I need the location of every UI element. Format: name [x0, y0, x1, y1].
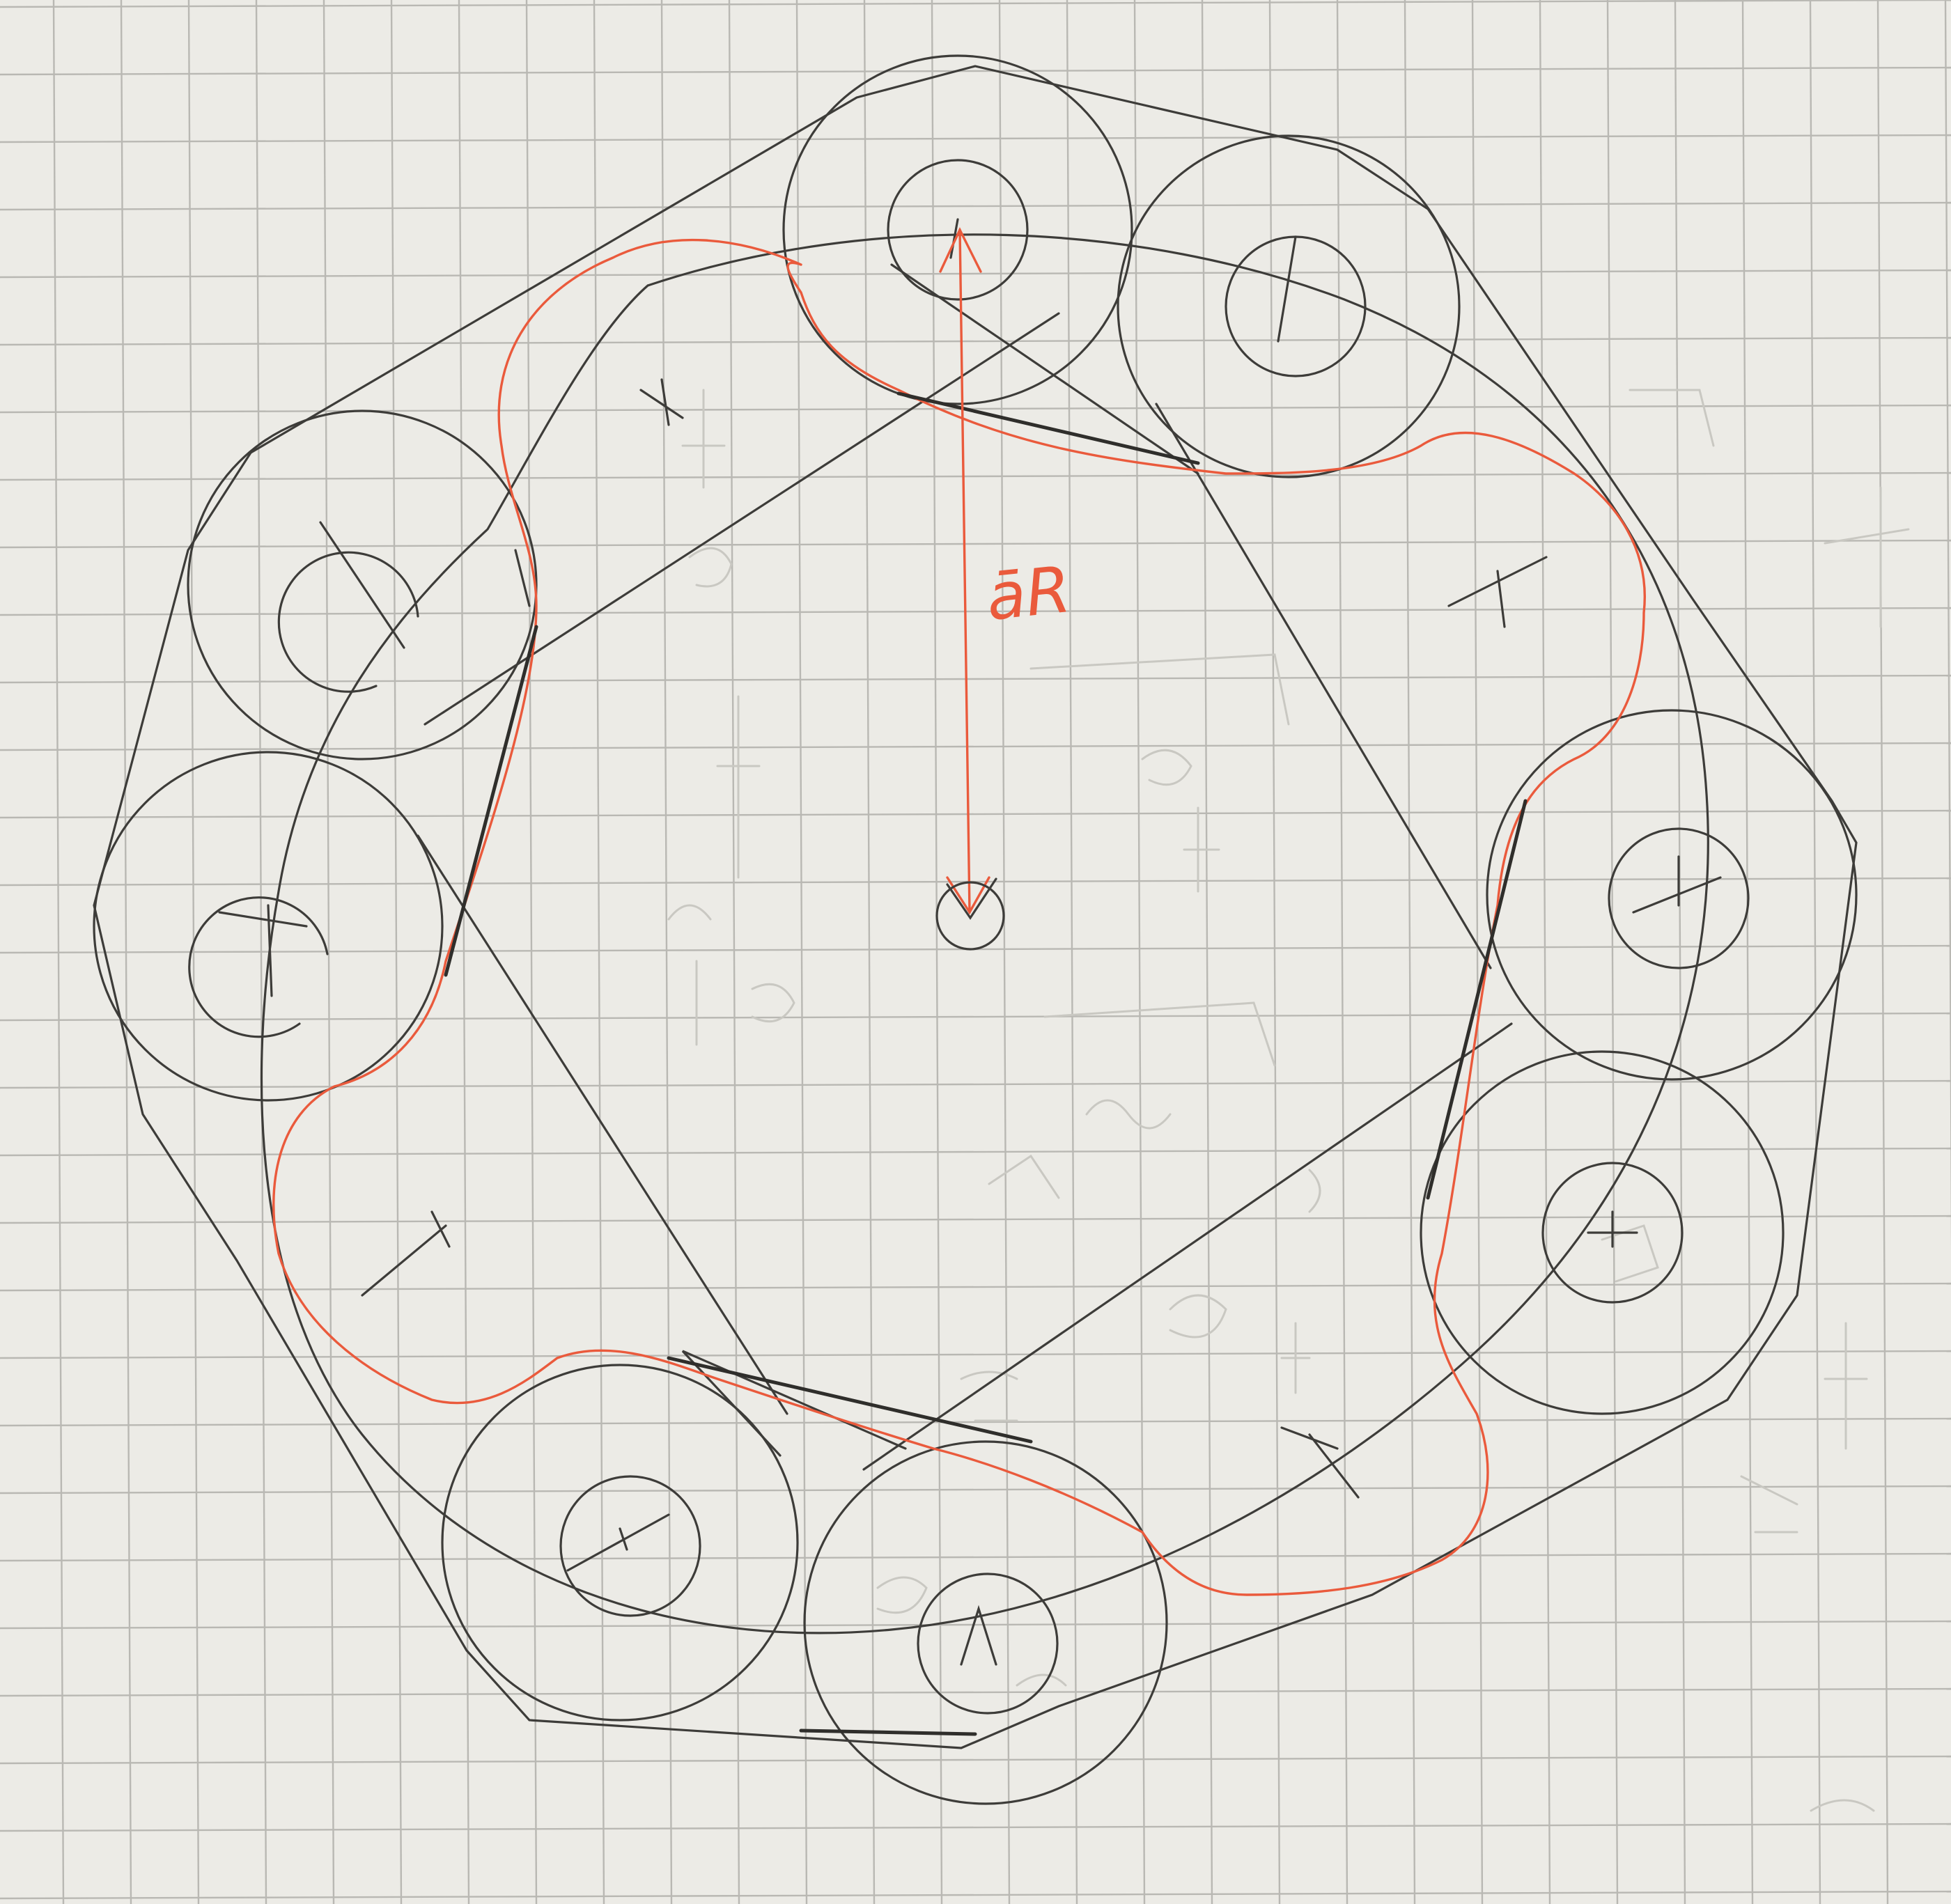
grid-line-horizontal — [0, 1687, 1951, 1697]
grid-line-horizontal — [0, 1012, 1951, 1022]
grid-line-horizontal — [0, 336, 1951, 346]
red-profile-curve — [272, 238, 1646, 1596]
grid-line-horizontal — [0, 1485, 1951, 1495]
grid-line-horizontal — [0, 1147, 1951, 1157]
grid-line-vertical — [593, 0, 605, 1904]
grid-line-horizontal — [0, 1215, 1951, 1224]
grid-line-horizontal — [0, 404, 1951, 414]
radius-label: āR — [983, 552, 1074, 635]
grid-line-vertical — [1066, 0, 1078, 1904]
grid-line-horizontal — [0, 607, 1951, 616]
outer-hull-outline — [93, 65, 1858, 1749]
grid-line-vertical — [660, 0, 673, 1904]
grid-line-vertical — [863, 0, 876, 1904]
grid-line-vertical — [931, 0, 943, 1904]
grid-line-vertical — [1336, 0, 1348, 1904]
grid-line-horizontal — [0, 66, 1951, 76]
grid-line-vertical — [1741, 0, 1754, 1904]
grid-line-horizontal — [0, 1282, 1951, 1292]
grid-line-horizontal — [0, 134, 1951, 143]
grid-line-horizontal — [0, 269, 1951, 279]
grid-line-vertical — [1268, 0, 1281, 1904]
grid-line-vertical — [1944, 0, 1951, 1251]
grid-line-horizontal — [0, 1552, 1951, 1562]
grid-line-vertical — [458, 0, 470, 1904]
grid-line-vertical — [1606, 0, 1619, 1904]
grid-line-horizontal — [0, 1417, 1951, 1427]
grid-line-vertical — [1539, 0, 1551, 1904]
grid-line-horizontal — [0, 201, 1951, 211]
grid-line-horizontal — [0, 539, 1951, 549]
back-side-ghost-writing — [667, 389, 1910, 1812]
grid-line-vertical — [728, 0, 740, 1904]
grid-line-horizontal — [0, 1620, 1951, 1630]
grid-line-vertical — [1201, 0, 1213, 1904]
radius-arrow — [939, 227, 990, 915]
grid-line-horizontal — [0, 1079, 1951, 1089]
bold-tangent-overdraws — [444, 391, 1528, 1736]
grid-line-horizontal — [0, 1755, 1951, 1765]
grid-line-vertical — [1674, 0, 1686, 1904]
grid-line-horizontal — [0, 1890, 1951, 1900]
grid-line-vertical — [1471, 0, 1484, 1904]
grid-line-vertical — [525, 0, 538, 1904]
pitch-circle-arc — [260, 233, 1709, 1634]
grid-line-vertical — [1404, 0, 1416, 1904]
circle-with-v-icon — [935, 877, 1005, 951]
grid-line-vertical — [998, 0, 1011, 1904]
grid-line-horizontal — [0, 809, 1951, 819]
grid-line-horizontal — [0, 471, 1951, 481]
grid-line-vertical — [1876, 0, 1889, 1904]
grid-line-horizontal — [0, 1350, 1951, 1359]
cross-tick-marks — [218, 218, 1722, 1666]
grid-line-vertical — [1133, 0, 1146, 1904]
grid-line-horizontal — [0, 674, 1951, 684]
grid-line-vertical — [1809, 0, 1821, 1904]
grid-line-horizontal — [0, 0, 1951, 8]
grid-line-horizontal — [0, 1823, 1951, 1832]
grid-line-horizontal — [0, 742, 1951, 751]
large-circles — [93, 54, 1858, 1805]
inner-tangent-lines — [417, 263, 1513, 1471]
grid-line-vertical — [795, 0, 808, 1904]
